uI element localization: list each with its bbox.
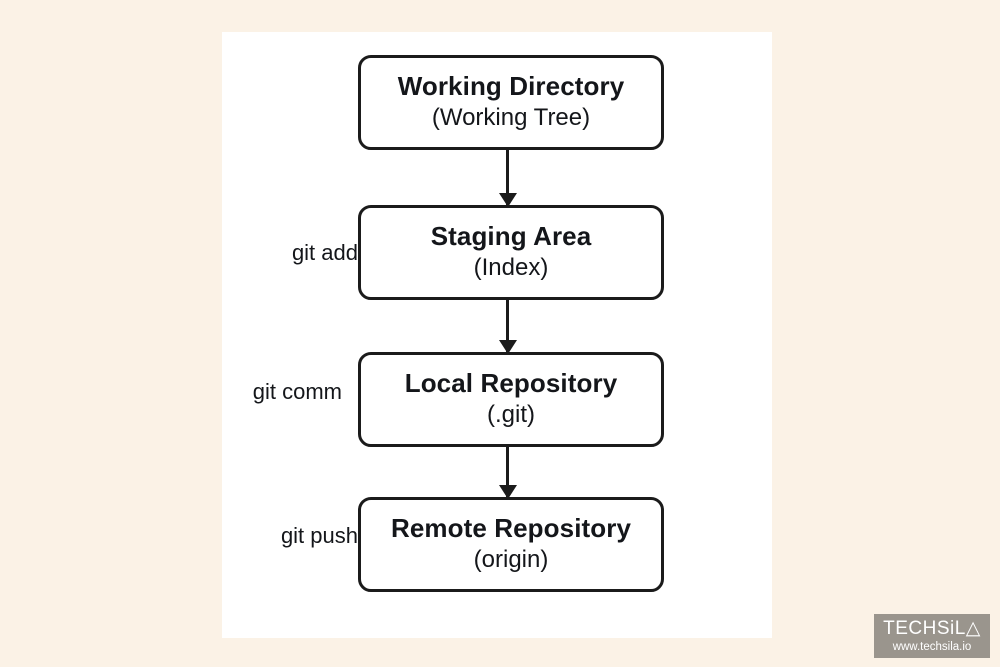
node-title: Working Directory (397, 71, 625, 102)
node-subtitle: (Index) (473, 254, 549, 282)
node-title: Remote Repository (390, 513, 632, 544)
node-subtitle: (.git) (487, 401, 535, 429)
techsila-watermark: TECHSiL △ www.techsila.io (874, 614, 990, 658)
arrow-local-repository-to-remote-repository (506, 447, 509, 497)
triangle-icon: △ (965, 617, 981, 639)
node-local-repository: Local Repository (.git) (358, 352, 664, 447)
node-title: Local Repository (404, 368, 618, 399)
arrow-working-directory-to-staging-area (506, 150, 509, 205)
edge-label-git-commit: git comm (252, 379, 342, 404)
node-title: Staging Area (430, 221, 592, 252)
edge-label-git-push: git push (280, 523, 358, 548)
edge-label-git-add: git add (291, 240, 358, 265)
node-staging-area: Staging Area (Index) (358, 205, 664, 300)
node-subtitle: (origin) (473, 546, 549, 574)
brand-name: TECHSiL (883, 617, 966, 639)
brand-url: www.techsila.io (892, 640, 972, 653)
node-remote-repository: Remote Repository (origin) (358, 497, 664, 592)
brand-logo: TECHSiL △ (883, 619, 981, 638)
arrow-staging-area-to-local-repository (506, 300, 509, 352)
node-subtitle: (Working Tree) (431, 104, 591, 132)
node-working-directory: Working Directory (Working Tree) (358, 55, 664, 150)
